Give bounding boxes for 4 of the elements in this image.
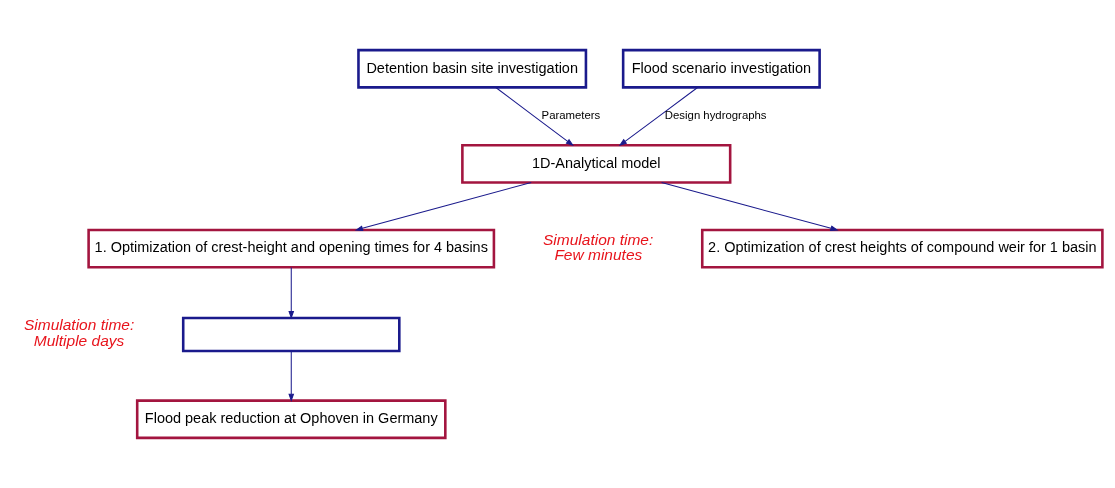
edge-label: Design hydrographs (664, 109, 767, 122)
node-label: Simulation time: Few minutes (543, 230, 654, 264)
edge-label: Parameters (541, 109, 601, 122)
node-label: Simulation time: Multiple days (23, 316, 135, 349)
